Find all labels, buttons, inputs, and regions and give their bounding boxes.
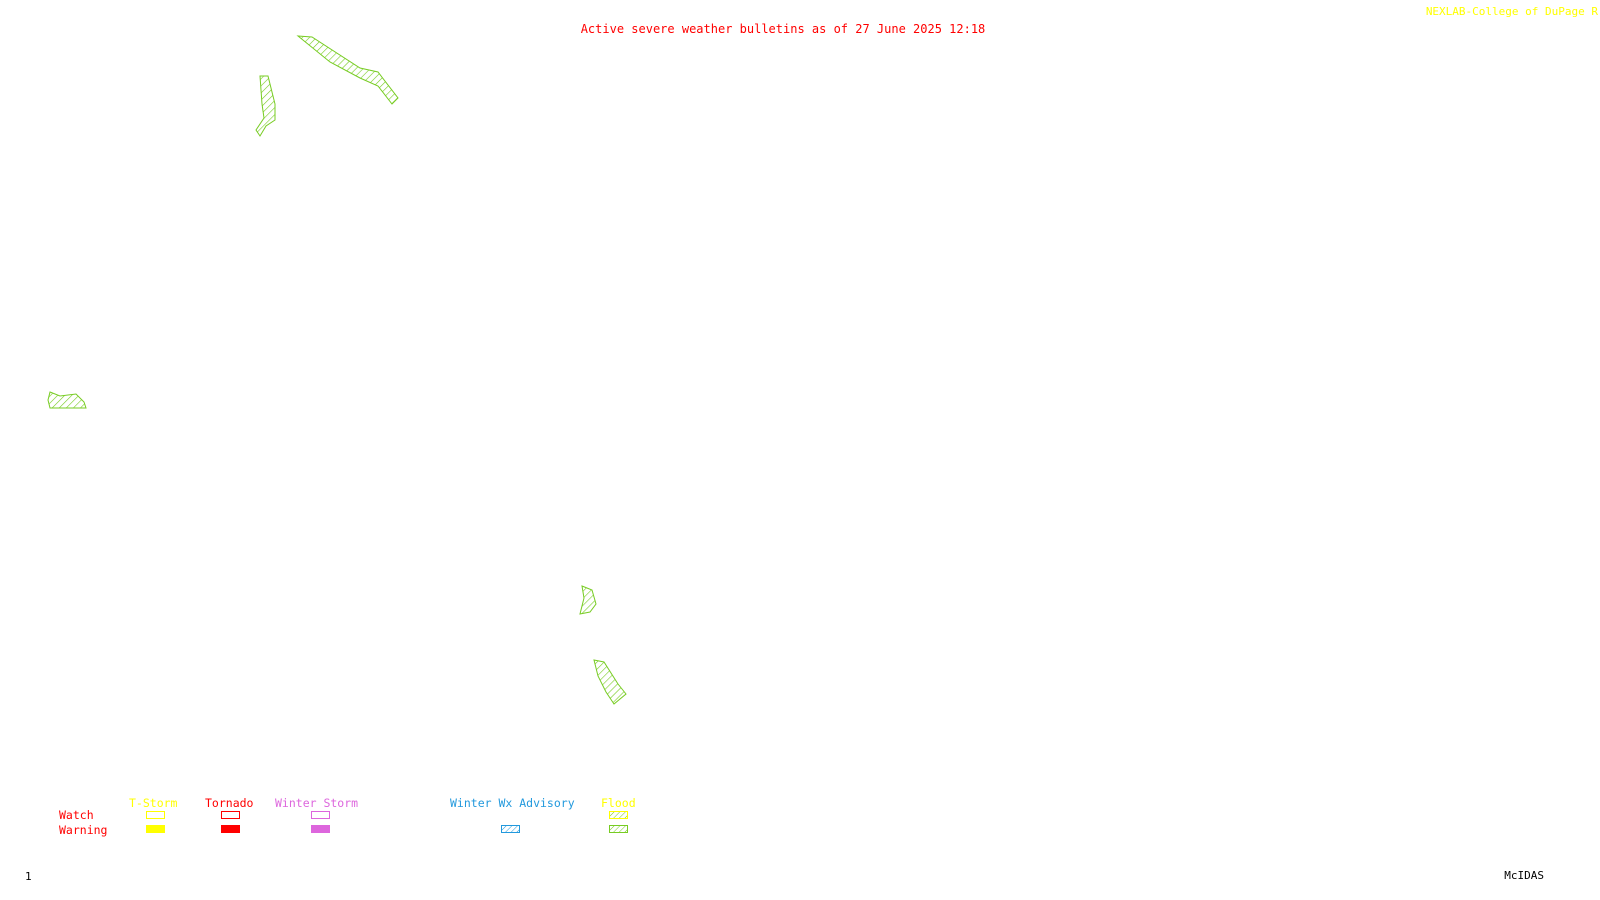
legend-warning-label: Warning bbox=[59, 823, 108, 837]
map-title: Active severe weather bulletins as of 27… bbox=[580, 22, 986, 36]
legend-watch-label: Watch bbox=[59, 808, 94, 822]
legend-winter-advisory-swatch bbox=[501, 825, 520, 833]
flood-warning-polygon bbox=[593, 659, 627, 705]
flood-warning-polygon bbox=[296, 35, 399, 105]
legend-winter-storm-warning-swatch bbox=[311, 825, 330, 833]
legend-tornado-label: Tornado bbox=[205, 796, 254, 810]
software-label: McIDAS bbox=[1504, 869, 1544, 882]
legend-winter-advisory-label: Winter Wx Advisory bbox=[450, 796, 575, 810]
legend-flood-label: Flood bbox=[601, 796, 636, 810]
legend-winter-storm-label: Winter Storm bbox=[275, 796, 359, 810]
frame-number: 1 bbox=[25, 870, 32, 883]
legend-tornado-warning-swatch bbox=[221, 825, 240, 833]
legend-flood-warning-swatch bbox=[609, 825, 628, 833]
flood-warning-polygon bbox=[47, 391, 87, 409]
flood-warning-polygon bbox=[255, 75, 276, 137]
legend-flood-watch-swatch bbox=[609, 811, 628, 819]
credit-text: NEXLAB-College of DuPage R bbox=[1425, 5, 1598, 18]
legend-tstorm-warning-swatch bbox=[146, 825, 165, 833]
legend-winter-storm-watch-swatch bbox=[311, 811, 330, 819]
legend-tornado-watch-swatch bbox=[221, 811, 240, 819]
legend-tstorm-label: T-Storm bbox=[129, 796, 178, 810]
flood-warning-polygon bbox=[579, 585, 597, 615]
legend-tstorm-watch-swatch bbox=[146, 811, 165, 819]
